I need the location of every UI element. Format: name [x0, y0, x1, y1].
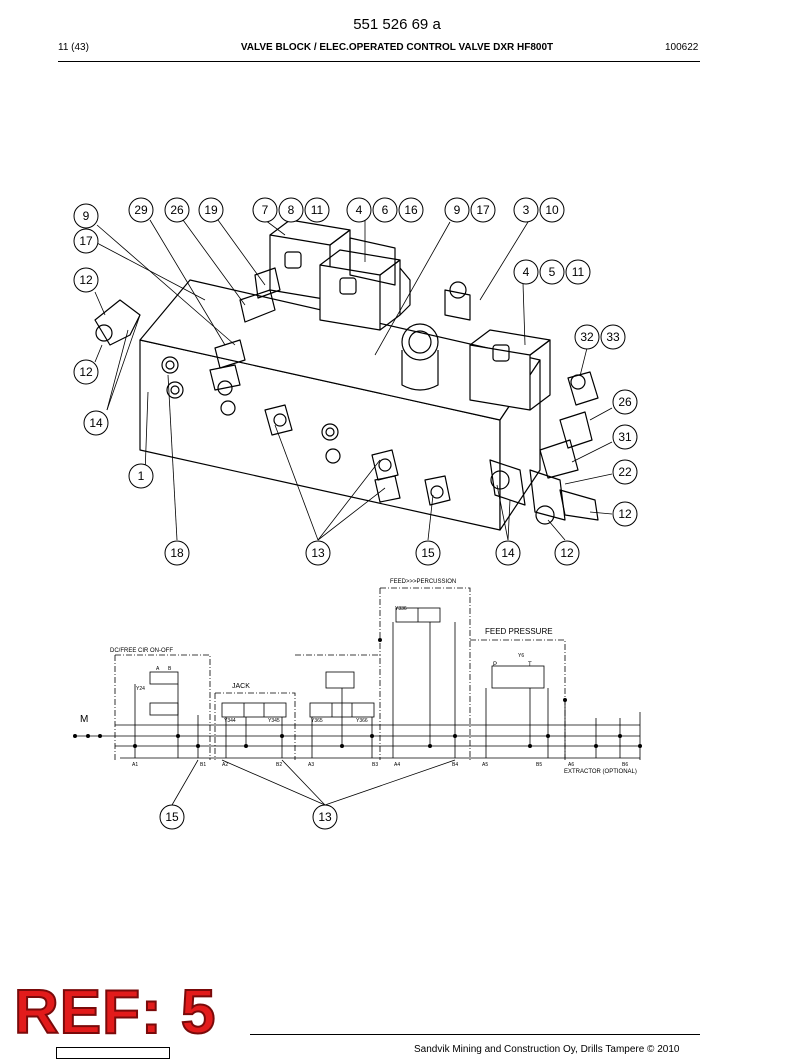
port-a4: A4 [394, 762, 400, 768]
callout-6: 6 [382, 203, 389, 217]
callout-12-bottom: 12 [560, 546, 574, 560]
callout-4: 4 [356, 203, 363, 217]
document-date: 100622 [665, 42, 699, 53]
port-b2: B2 [276, 762, 282, 768]
callout-12-right: 12 [618, 507, 632, 521]
callout-26-right: 26 [618, 395, 632, 409]
callout-9: 9 [83, 209, 90, 223]
callout-18: 18 [170, 546, 184, 560]
callout-3: 3 [523, 203, 530, 217]
callout-22: 22 [618, 465, 632, 479]
callout-7: 7 [262, 203, 269, 217]
port-b1: B1 [200, 762, 206, 768]
callout-1: 1 [138, 469, 145, 483]
port-a3: A3 [308, 762, 314, 768]
label-port-a: A [156, 666, 160, 672]
callout-17: 17 [79, 234, 93, 248]
port-b4: B4 [452, 762, 458, 768]
callout-32: 32 [580, 330, 594, 344]
page-number: 11 (43) [58, 42, 89, 53]
port-a6: A6 [568, 762, 574, 768]
port-a5: A5 [482, 762, 488, 768]
label-y324: Y24 [136, 686, 145, 692]
label-dc-free-cir: DC/FREE CIR ON-OFF [110, 648, 173, 654]
callout-15-schematic: 15 [165, 810, 179, 824]
footer-logo [56, 1047, 170, 1059]
footer-rule [250, 1034, 700, 1035]
label-y6: Y6 [518, 653, 524, 659]
callout-15: 15 [421, 546, 435, 560]
callout-14-left: 14 [89, 416, 103, 430]
label-port-p: P [493, 662, 497, 668]
callout-29: 29 [134, 203, 148, 217]
document-title: VALVE BLOCK / ELEC.OPERATED CONTROL VALV… [240, 42, 554, 53]
callout-19: 19 [204, 203, 218, 217]
callout-13: 13 [311, 546, 325, 560]
callout-12-left-top: 12 [79, 273, 93, 287]
port-a2: A2 [222, 762, 228, 768]
callout-11: 11 [311, 203, 324, 217]
callout-14-bottom: 14 [501, 546, 515, 560]
label-feed-percussion: FEED>>>PERCUSSION [390, 579, 456, 585]
label-jack: JACK [232, 683, 250, 690]
callout-10: 10 [545, 203, 559, 217]
callout-26: 26 [170, 203, 184, 217]
callout-4-right: 4 [523, 265, 530, 279]
label-y344: Y344 [224, 718, 236, 724]
port-a1: A1 [132, 762, 138, 768]
label-port-b: B [168, 666, 172, 672]
label-port-t: T [528, 662, 532, 668]
label-y366: Y366 [356, 718, 368, 724]
callout-5: 5 [549, 265, 556, 279]
callout-31: 31 [618, 430, 632, 444]
callout-9-right: 9 [454, 203, 461, 217]
callout-8: 8 [288, 203, 295, 217]
header-rule [58, 61, 700, 62]
label-y345: Y345 [268, 718, 280, 724]
callout-16: 16 [404, 203, 418, 217]
callout-33: 33 [606, 330, 620, 344]
port-b3: B3 [372, 762, 378, 768]
callout-13-schematic: 13 [318, 810, 332, 824]
ref-stamp: REF: 5 [13, 978, 217, 1047]
label-y365: Y365 [311, 718, 323, 724]
port-b6: B6 [622, 762, 628, 768]
label-extractor: EXTRACTOR (OPTIONAL) [564, 769, 637, 775]
label-y336: Y336 [395, 606, 407, 612]
callout-12-left: 12 [79, 365, 93, 379]
document-number: 551 526 69 a [353, 16, 441, 33]
callout-17-top: 17 [476, 203, 490, 217]
label-m: M [80, 714, 88, 725]
callout-11-right: 11 [572, 265, 585, 279]
footer-copyright: Sandvik Mining and Construction Oy, Dril… [414, 1044, 680, 1055]
port-b5: B5 [536, 762, 542, 768]
label-feed-pressure: FEED PRESSURE [485, 627, 553, 636]
